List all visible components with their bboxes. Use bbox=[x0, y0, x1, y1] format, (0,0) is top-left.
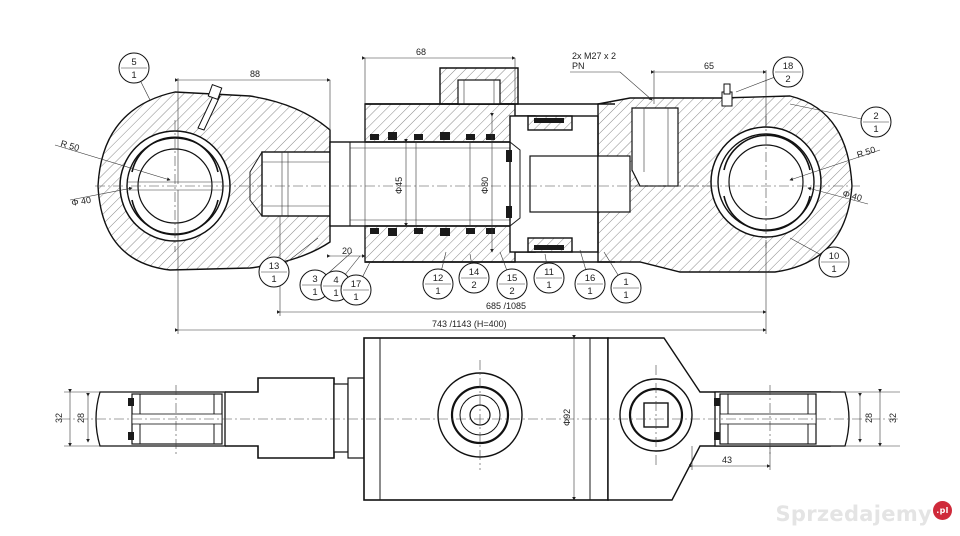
balloon-15: 152 bbox=[496, 251, 528, 300]
watermark-logo: Sprzedajemy.pl bbox=[775, 501, 952, 526]
dim-68: 68 bbox=[416, 47, 426, 57]
plan-dimensions bbox=[64, 335, 900, 501]
balloon-5: 51 bbox=[118, 52, 151, 101]
dim-685: 685 /1085 bbox=[486, 301, 526, 311]
watermark-text: Sprzedajemy bbox=[775, 502, 932, 526]
balloon-number: 15 bbox=[507, 273, 518, 284]
dim-phi45: Φ45 bbox=[394, 177, 404, 194]
balloon-number: 3 bbox=[312, 274, 317, 285]
balloon-qty: 1 bbox=[131, 70, 136, 81]
balloon-qty: 1 bbox=[623, 290, 628, 301]
balloon-qty: 1 bbox=[435, 286, 440, 297]
balloon-1: 11 bbox=[603, 251, 642, 304]
dim-743: 743 /1143 (H=400) bbox=[432, 319, 507, 329]
balloon-number: 11 bbox=[544, 267, 554, 278]
dim-32-right: 32 bbox=[888, 413, 898, 423]
balloon-qty: 2 bbox=[785, 74, 790, 85]
dim-phi40-left: Φ 40 bbox=[71, 195, 92, 208]
balloon-qty: 2 bbox=[471, 280, 476, 291]
balloon-2: 21 bbox=[789, 103, 892, 138]
balloon-number: 10 bbox=[829, 251, 840, 262]
balloon-10: 101 bbox=[789, 237, 850, 278]
balloon-qty: 2 bbox=[509, 286, 514, 297]
balloon-12: 121 bbox=[422, 251, 454, 300]
dimension-lines bbox=[54, 56, 881, 334]
balloon-14: 142 bbox=[458, 253, 490, 294]
balloon-qty: 1 bbox=[546, 280, 551, 291]
plan-view bbox=[60, 337, 900, 501]
dim-r50-right: R 50 bbox=[856, 145, 877, 160]
balloon-17: 171 bbox=[340, 261, 372, 306]
dim-phi92: Φ92 bbox=[562, 409, 572, 426]
balloon-qty: 1 bbox=[831, 264, 836, 275]
dim-28-right: 28 bbox=[864, 413, 874, 423]
dim-pn: PN bbox=[572, 61, 585, 71]
balloon-qty: 1 bbox=[312, 287, 317, 298]
dim-88: 88 bbox=[250, 69, 260, 79]
dim-thread: 2x M27 x 2 bbox=[572, 51, 616, 61]
balloon-number: 4 bbox=[333, 275, 338, 286]
balloon-qty: 1 bbox=[873, 124, 878, 135]
balloon-number: 16 bbox=[585, 273, 596, 284]
watermark-badge: .pl bbox=[933, 501, 952, 520]
balloon-qty: 1 bbox=[353, 292, 358, 303]
balloon-number: 1 bbox=[623, 277, 628, 288]
balloon-number: 12 bbox=[433, 273, 444, 284]
balloon-number: 18 bbox=[783, 61, 794, 72]
dim-28-left: 28 bbox=[76, 413, 86, 423]
balloon-qty: 1 bbox=[333, 288, 338, 299]
balloon-18: 182 bbox=[735, 56, 804, 93]
balloon-number: 14 bbox=[469, 267, 480, 278]
dim-r50-left: R 50 bbox=[59, 138, 80, 153]
balloon-qty: 1 bbox=[587, 286, 592, 297]
balloon-16: 161 bbox=[574, 249, 606, 300]
balloon-qty: 1 bbox=[271, 274, 276, 285]
piston-rod bbox=[329, 141, 531, 227]
balloon-11: 111 bbox=[533, 253, 565, 294]
balloon-number: 5 bbox=[131, 57, 136, 68]
dim-20: 20 bbox=[342, 246, 352, 256]
balloon-number: 2 bbox=[873, 111, 878, 122]
balloon-13: 13 1 bbox=[258, 237, 319, 288]
dim-phi80: Φ80 bbox=[480, 177, 490, 194]
balloon-number: 13 bbox=[269, 261, 280, 272]
dim-43: 43 bbox=[722, 455, 732, 465]
section-view bbox=[95, 58, 860, 273]
balloon-number: 17 bbox=[351, 279, 362, 290]
dim-32-left: 32 bbox=[54, 413, 64, 423]
dim-65: 65 bbox=[704, 61, 714, 71]
